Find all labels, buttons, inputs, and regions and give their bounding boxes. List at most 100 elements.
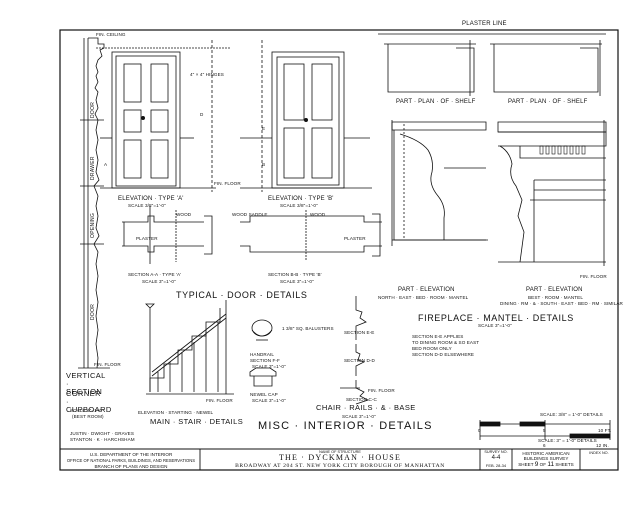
title-survey-no: 4-4 [491, 455, 501, 461]
title-date: Feb. 28-34 [485, 463, 507, 468]
heading-misc-interior-details: Misc · Interior · Details [258, 420, 433, 432]
title-dept-2: Office of National Parks, Buildings, and… [66, 458, 196, 463]
view-elevation-type-a-scale: Scale 3/8"=1'-0" [128, 203, 166, 208]
annotation-hinges: 4" × 4" Hinges [190, 72, 224, 77]
title-structure-name: The · Dyckman · House [278, 453, 402, 462]
scale-bars [479, 420, 611, 440]
credit-line-2: Stanton · K · Harchsham [70, 437, 135, 442]
annotation-section-d: D [200, 112, 204, 117]
annotation-wood-1: Wood [176, 212, 192, 217]
title-sheet-no: 9 [534, 461, 539, 468]
chair-rail-sections [340, 296, 370, 405]
heading-fireplace-scale: Scale 3"=1'-0" [478, 323, 512, 328]
note-section-1: Section E-E Applies [412, 334, 464, 339]
label-opening: Opening [90, 212, 96, 238]
annotation-section-e: E [262, 126, 266, 131]
door-elevation-type-b [211, 40, 372, 192]
title-habs-1: Historic American [522, 451, 570, 456]
annotation-section-a: A [104, 162, 108, 167]
view-corner-cupboard: Corner · Cupboard [66, 389, 112, 414]
newel-cap [249, 367, 277, 387]
annotation-section-b: B [262, 162, 266, 167]
title-block [60, 448, 618, 470]
view-section-ff: Section F-F [250, 358, 280, 363]
annotation-balusters: 1 3/8" Sq. Balusters [282, 326, 334, 331]
view-part-elevation-2-sub2: Dining · RM · & · South · East · Bed · R… [500, 301, 623, 306]
view-part-plan-shelf-2: Part · Plan · of · Shelf [508, 99, 588, 105]
title-sheets-word: Sheets [555, 462, 574, 467]
annotation-plaster-line: Plaster Line [462, 21, 507, 27]
door-elevation-type-a [96, 47, 230, 189]
view-section-ee: Section E-E [344, 330, 375, 335]
view-elevation-type-b-scale: Scale 3/8"=1'-0" [280, 203, 318, 208]
view-part-elevation-1: Part · Elevation [398, 287, 455, 293]
view-elevation-type-a: Elevation · Type 'A' [118, 196, 184, 202]
view-part-plan-shelf-1: Part · Plan · of · Shelf [396, 99, 476, 105]
title-sheet-line: Sheet 9 of 11 Sheets [514, 461, 578, 468]
scale-bar-five: 5 [543, 428, 546, 433]
scale-three-eighths-label: Scale: 3/8" = 1'-0" Details [540, 412, 603, 417]
scale-bar-twelve: 12 IN. [596, 443, 609, 448]
view-part-elevation-2-sub: Best · Room · Mantel [528, 295, 584, 300]
annotation-plaster-1: Plaster [136, 236, 158, 241]
scale-three-inch-label: Scale: 3" = 1'-0" Details [538, 438, 597, 443]
view-part-elevation-2: Part · Elevation [526, 287, 583, 293]
view-section-aa-scale: Scale 3"=1'-0" [142, 279, 176, 284]
title-dept-1: U.S. Department of the Interior [89, 452, 173, 457]
heading-typical-door-details: Typical · Door · Details [176, 290, 308, 300]
title-name-caption: Name of Structure [319, 450, 361, 454]
heading-fireplace-mantel-details: Fireplace · Mantel · Details [418, 313, 574, 323]
view-handrail: Handrail [250, 352, 275, 357]
annotation-wood-saddle: Wood Saddle [232, 212, 268, 217]
shelf-plans [378, 33, 606, 96]
heading-main-stair-details: Main · Stair · Details [150, 417, 244, 426]
label-door-upper: Door [90, 101, 96, 118]
view-section-bb-scale: Scale 3"=1'-0" [280, 279, 314, 284]
label-door-lower: Door [90, 303, 96, 320]
annotation-wood-2: Wood [310, 212, 326, 217]
sheet-border [59, 29, 619, 471]
title-sheet-word: Sheet [518, 462, 534, 467]
door-section-bb [240, 210, 382, 260]
view-vertical-section: Vertical · Section [66, 371, 106, 396]
view-newel-scale: Scale 3"=1'-0" [252, 398, 286, 403]
title-index-caption: Index No. [589, 451, 609, 455]
annotation-plaster-2: Plaster [344, 236, 366, 241]
mantel-elevation-north-east [391, 120, 488, 246]
title-address: Broadway at 204 St. New York City Boroug… [235, 463, 445, 469]
mantel-dentils [539, 145, 586, 155]
note-section-4: Section D-D Elsewhere [412, 352, 475, 357]
view-best-room: (Best Room) [72, 414, 104, 419]
door-section-aa [122, 206, 213, 264]
scale-bar-ten: 10 FT. [598, 428, 612, 433]
label-drawer: Drawer [90, 156, 96, 180]
corner-cupboard-section [78, 37, 110, 369]
view-section-cc: Section C-C [346, 397, 377, 402]
annotation-fin-floor-cupboard: Fin. Floor [94, 362, 121, 367]
view-elevation-starting-newel: Elevation · Starting · Newel [138, 410, 214, 415]
credit-line-1: Justin · Dwight · Graves [70, 431, 134, 436]
stair-elevation [145, 300, 234, 395]
view-section-dd: Section D-D [344, 358, 375, 363]
view-part-elevation-1-sub: North · East · Bed · Room · Mantel [378, 295, 469, 300]
view-elevation-type-b: Elevation · Type 'B' [268, 196, 334, 202]
view-newel-cap: Newel Cap [250, 392, 278, 397]
annotation-fin-floor-stair: Fin. Floor [206, 398, 233, 403]
scale-bar-six: 6 [543, 443, 546, 448]
view-section-ff-scale: Scale 3"=1'-0" [252, 364, 286, 369]
title-habs-2: Buildings Survey [523, 456, 569, 461]
title-of-word: of [539, 462, 547, 467]
title-dept-3: Branch of Plans and Design [94, 464, 168, 469]
annotation-fin-ceiling: Fin. Ceiling [96, 32, 126, 37]
title-sheet-total: 11 [547, 461, 555, 468]
title-survey-caption: Survey No. [484, 450, 508, 454]
view-corner-scale: Scale 3"=1'-0" [70, 408, 104, 413]
heading-chair-rails-base: Chair · Rails · & · Base [316, 403, 416, 412]
heading-chair-scale: Scale 3"=1'-0" [342, 414, 376, 419]
handrail-section [251, 319, 273, 341]
annotation-fin-floor-mantel: Fin. Floor [580, 274, 607, 279]
note-section-2: To Dining Room & So East [412, 340, 480, 345]
view-section-bb: Section B-B · Type 'B' [268, 272, 322, 277]
scale-bar-zero: 0 [478, 428, 481, 433]
